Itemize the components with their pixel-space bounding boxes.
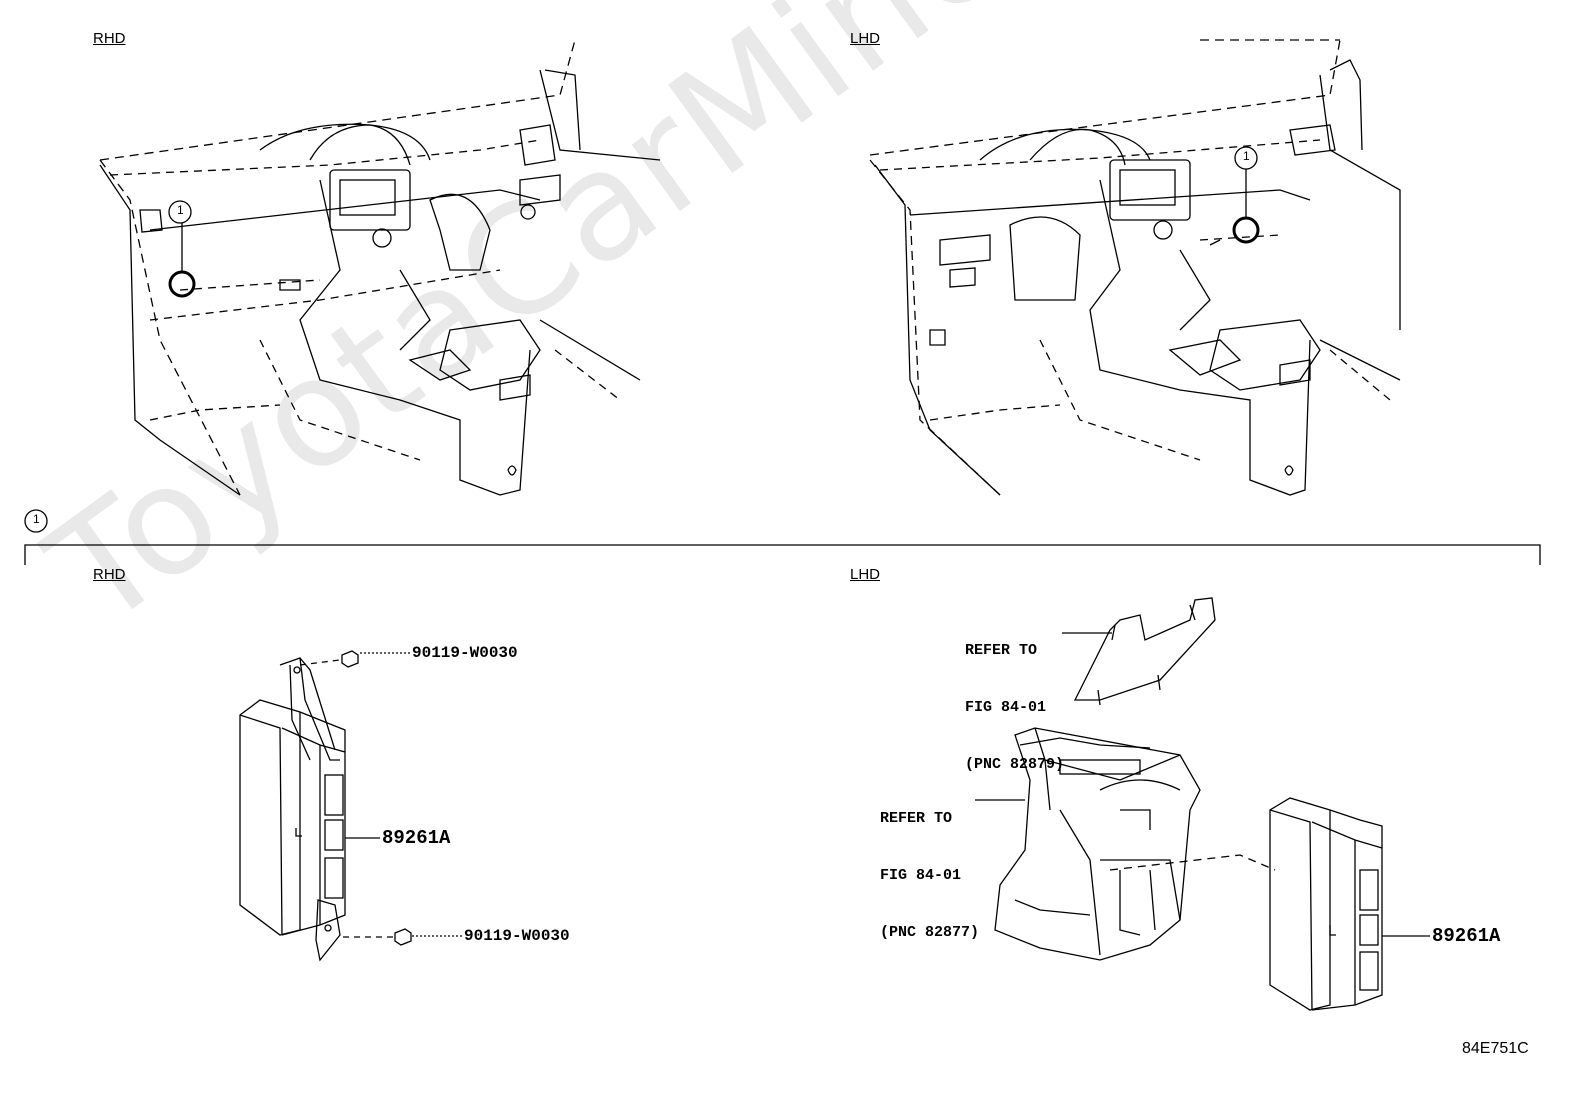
section-callout-number: 1	[33, 512, 40, 526]
refer-note-pnc-82877: REFER TO FIG 84-01 (PNC 82877)	[880, 771, 979, 961]
ecu-assembly-rhd-drawing	[239, 650, 462, 962]
figure-code: 84E751C	[1462, 1040, 1529, 1057]
dashboard-rhd-drawing	[99, 39, 661, 496]
refer-line: (PNC 82879)	[965, 756, 1065, 773]
bolt-part-number-bottom: 90119-W0030	[464, 927, 570, 945]
rhd-label-top: RHD	[93, 30, 126, 47]
ecu-part-number-rhd: 89261A	[382, 827, 451, 849]
callout-number-rhd: 1	[177, 203, 184, 217]
lhd-label-bottom: LHD	[850, 566, 881, 583]
refer-note-pnc-82879: REFER TO FIG 84-01 (PNC 82879)	[965, 603, 1064, 793]
refer-line: REFER TO	[880, 810, 953, 827]
ecu-assembly-lhd-drawing	[975, 597, 1430, 1011]
ecu-part-number-lhd: 89261A	[1432, 925, 1501, 947]
rhd-label-bottom: RHD	[93, 566, 126, 583]
bolt-part-number-top: 90119-W0030	[412, 644, 518, 662]
refer-line: FIG 84-01	[880, 867, 962, 884]
refer-line: REFER TO	[965, 642, 1038, 659]
section-divider	[24, 509, 1541, 565]
dashboard-lhd-drawing	[869, 39, 1401, 496]
callout-number-lhd: 1	[1243, 149, 1250, 163]
lhd-label-top: LHD	[850, 30, 881, 47]
refer-line: FIG 84-01	[965, 699, 1047, 716]
refer-line: (PNC 82877)	[880, 924, 980, 941]
